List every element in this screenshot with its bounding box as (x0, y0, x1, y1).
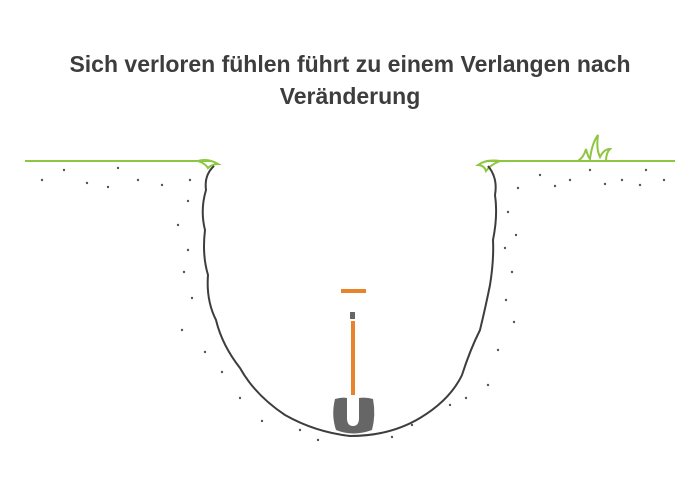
soil-dots (40, 166, 666, 442)
grass-tuft-icon (577, 134, 613, 162)
shovel-handle (351, 321, 355, 395)
shovel-icon (333, 289, 375, 434)
page-title: Sich verloren fühlen führt zu einem Verl… (0, 48, 700, 112)
pit-outline (201, 165, 498, 438)
ground-right (474, 159, 675, 174)
shovel-blade (333, 397, 375, 434)
shovel-ferrule (350, 312, 355, 319)
ground-left (25, 159, 222, 170)
title-line-2: Veränderung (279, 83, 421, 109)
shovel-grip (341, 289, 366, 293)
title-line-1: Sich verloren fühlen führt zu einem Verl… (69, 51, 631, 77)
